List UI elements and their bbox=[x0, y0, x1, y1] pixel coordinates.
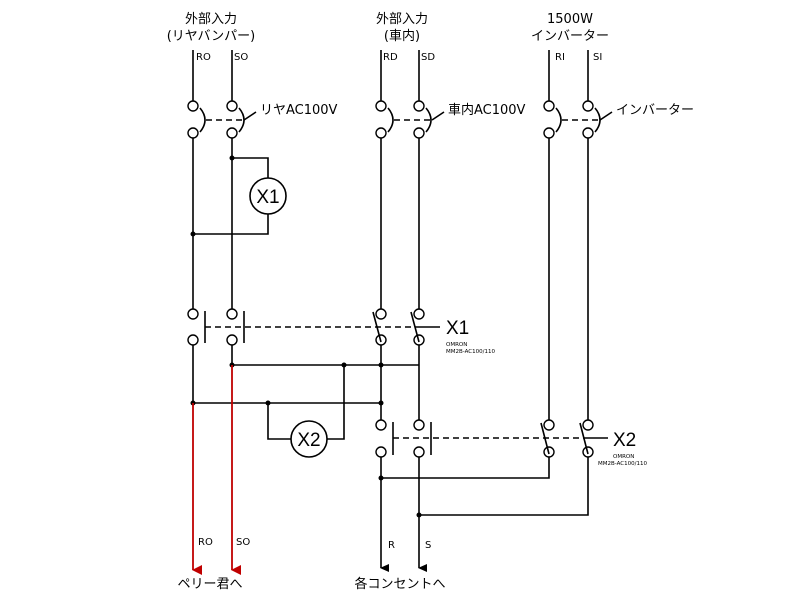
breaker-inverter bbox=[543, 100, 613, 139]
breaker-inner-label: 車内AC100V bbox=[448, 102, 526, 118]
output-wiring bbox=[378, 457, 589, 572]
out-wire-label-r: R bbox=[388, 540, 395, 551]
out-wire-label-so: SO bbox=[236, 537, 250, 548]
rear-input-title: 外部入力 bbox=[185, 12, 237, 27]
inner-input-subtitle: (車内) bbox=[384, 28, 420, 44]
rear-input-subtitle: (リヤバンパー) bbox=[167, 29, 256, 44]
relay-x2-model: MM2B-AC100/110 bbox=[598, 461, 647, 467]
inverter-input-subtitle: インバーター bbox=[531, 29, 609, 44]
relay-x2-maker: OMRON bbox=[613, 454, 634, 460]
x1-coil bbox=[249, 177, 287, 215]
x2-coil-label: X2 bbox=[297, 430, 320, 451]
relay-x2-contacts bbox=[375, 419, 608, 458]
wire-label-si: SI bbox=[593, 52, 602, 63]
x1-coil-label: X1 bbox=[256, 187, 279, 208]
breaker-rear-label: リヤAC100V bbox=[260, 103, 338, 118]
x2-coil-circuit bbox=[190, 345, 420, 440]
middle-wires bbox=[380, 138, 589, 421]
wire-label-ri: RI bbox=[555, 52, 565, 63]
relay-x1-maker: OMRON bbox=[446, 342, 467, 348]
breaker-rear bbox=[187, 100, 257, 139]
out-wire-label-ro: RO bbox=[198, 537, 213, 548]
wire-label-so: SO bbox=[234, 52, 248, 63]
inverter-input-title: 1500W bbox=[547, 12, 593, 27]
relay-x2-label: X2 bbox=[613, 430, 636, 451]
breaker-inner bbox=[375, 100, 445, 139]
x2-coil bbox=[290, 420, 328, 458]
relay-x1-model: MM2B-AC100/110 bbox=[446, 349, 495, 355]
inner-input-title: 外部入力 bbox=[376, 12, 428, 27]
output-red-arrows bbox=[192, 365, 241, 575]
out-wire-label-s: S bbox=[425, 540, 431, 551]
breaker-inverter-label: インバーター bbox=[616, 103, 694, 118]
wire-label-rd: RD bbox=[383, 52, 398, 63]
wire-label-sd: SD bbox=[421, 52, 435, 63]
destination-right: 各コンセントへ bbox=[354, 576, 445, 592]
relay-x1-label: X1 bbox=[446, 318, 469, 339]
x1-coil-circuit bbox=[190, 138, 269, 310]
destination-left: ペリー君へ bbox=[177, 577, 242, 592]
input-wires bbox=[192, 50, 589, 101]
relay-x1-contacts bbox=[187, 308, 440, 346]
wire-label-ro: RO bbox=[196, 52, 211, 63]
